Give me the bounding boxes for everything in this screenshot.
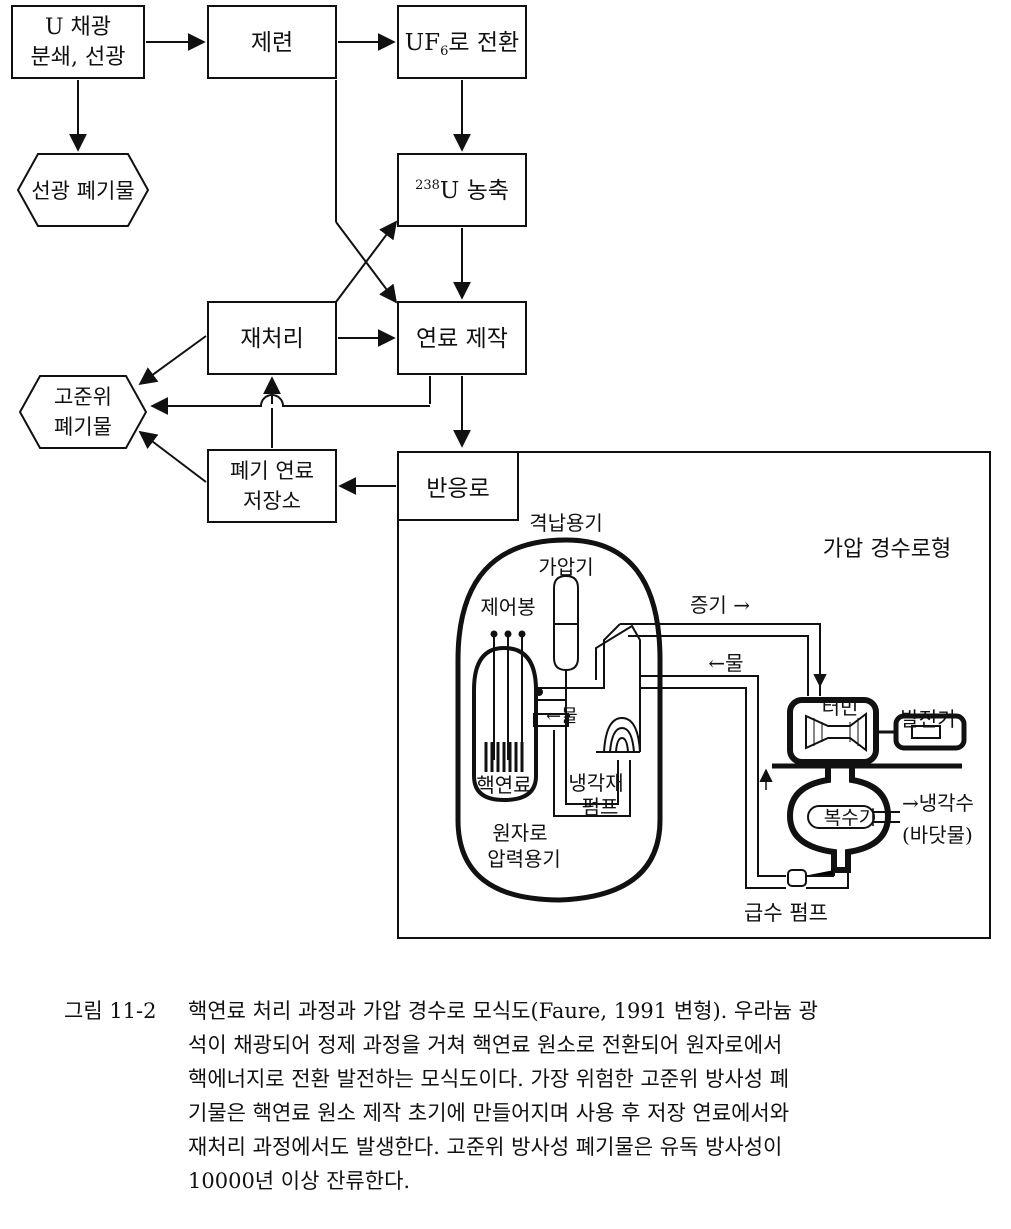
arrow-spentfuel-hlw	[138, 430, 207, 483]
control-rods-label: 제어봉	[480, 595, 535, 619]
hlw-line-1: 고준위	[54, 385, 112, 409]
hlw-line-2: 폐기물	[54, 415, 112, 439]
condenser-label: 복수기	[824, 807, 876, 829]
pressurizer	[553, 574, 579, 700]
conversion-subscript: 6	[440, 44, 448, 59]
box-refining: 제련	[207, 5, 337, 79]
arrow-reprocessing-enrichment	[335, 220, 398, 303]
conversion-label: UF6로 전환	[405, 30, 519, 59]
box-mining: U 채광 분쇄, 선광	[11, 5, 145, 79]
cooling-water-pipes	[872, 811, 900, 823]
containment-vessel	[455, 537, 663, 903]
enrichment-superscript: 238	[415, 178, 440, 193]
condenser	[786, 766, 892, 873]
arrow-reprocessing-hlw	[138, 335, 207, 386]
feed-pump-label: 급수 펌프	[744, 901, 828, 925]
feed-pump	[787, 869, 849, 889]
spent-fuel-line-2: 저장소	[243, 489, 301, 513]
hex-high-level-waste: 고준위 폐기물	[18, 375, 148, 449]
caption-line: 10000년 이상 잔류한다.	[188, 1169, 411, 1193]
vessel-line-2: 압력용기	[487, 847, 561, 871]
caption-text: 핵연료 처리 과정과 가압 경수로 모식도(Faure, 1991 변형). 우…	[188, 994, 968, 1198]
caption-line: 석이 채광되어 정제 과정을 거쳐 핵연료 원소로 전환되어 원자로에서	[188, 1033, 783, 1057]
water-return-label: ←물	[708, 651, 743, 675]
fuel-rods	[484, 742, 524, 772]
mining-line-1: U 채광	[45, 15, 111, 40]
return-water-line	[640, 675, 786, 889]
turbine	[787, 697, 896, 765]
conversion-uf: UF	[405, 30, 440, 56]
spent-fuel-line-1: 폐기 연료	[230, 459, 314, 483]
caption-line: 핵에너지로 전환 발전하는 모식도이다. 가장 위험한 고준위 방사성 폐	[188, 1067, 790, 1091]
figure-number: 그림 11-2	[64, 999, 157, 1023]
box-fuel-fabrication: 연료 제작	[397, 301, 527, 375]
primary-loop	[533, 623, 641, 817]
generator	[893, 713, 967, 751]
box-reprocessing: 재처리	[207, 301, 337, 375]
generator-label: 발전기	[900, 707, 955, 731]
mill-waste-label: 선광 폐기물	[31, 179, 134, 203]
fuel-label: 핵연료	[476, 773, 531, 797]
box-reactor: 반응로	[397, 451, 519, 521]
box-enrichment: 238U 농축	[397, 153, 527, 227]
coolant-pump-line-2: 펌프	[582, 795, 619, 819]
fuel-fab-label: 연료 제작	[416, 326, 508, 352]
coolant-pump-line-1: 냉각재	[568, 771, 623, 795]
pwr-panel	[397, 451, 991, 939]
reactor-label: 반응로	[426, 476, 489, 502]
caption-line: 재처리 과정에서도 발생한다. 고준위 방사성 폐기물은 유독 방사성이	[188, 1135, 783, 1159]
conversion-rest: 로 전환	[448, 30, 519, 56]
cooling-water-line-2: (바닷물)	[902, 823, 973, 847]
box-conversion: UF6로 전환	[397, 5, 527, 79]
water-in-label: ←물	[546, 706, 578, 727]
control-rods	[490, 630, 526, 760]
enrichment-label: 238U 농축	[415, 178, 509, 204]
caption-line: 기물은 핵연료 원소 제작 초기에 만들어지며 사용 후 저장 연료에서와	[188, 1101, 790, 1125]
flow-arrows	[69, 33, 471, 495]
mining-line-2: 분쇄, 선광	[31, 45, 126, 70]
reprocessing-label: 재처리	[240, 326, 303, 352]
vessel-line-1: 원자로	[492, 821, 547, 845]
arrow-fuelfab-hlw	[150, 394, 430, 415]
steam-label: 증기 →	[690, 593, 750, 617]
vessel-nozzle	[535, 688, 543, 696]
box-spent-fuel-storage: 폐기 연료 저장소	[207, 449, 337, 523]
refining-label: 제련	[251, 30, 293, 56]
nuclear-fuel-cycle-diagram: U 채광 분쇄, 선광 제련 UF6로 전환 선광 폐기물 238U 농축 재처…	[11, 5, 991, 939]
cooling-water-line-1: →냉각수	[902, 791, 974, 815]
enrichment-rest: U 농축	[440, 178, 509, 204]
caption-line: 핵연료 처리 과정과 가압 경수로 모식도(Faure, 1991 변형). 우…	[188, 999, 818, 1023]
hex-mill-waste: 선광 폐기물	[16, 153, 150, 227]
containment-label: 격납용기	[529, 511, 603, 535]
pwr-type-label: 가압 경수로형	[823, 537, 951, 562]
